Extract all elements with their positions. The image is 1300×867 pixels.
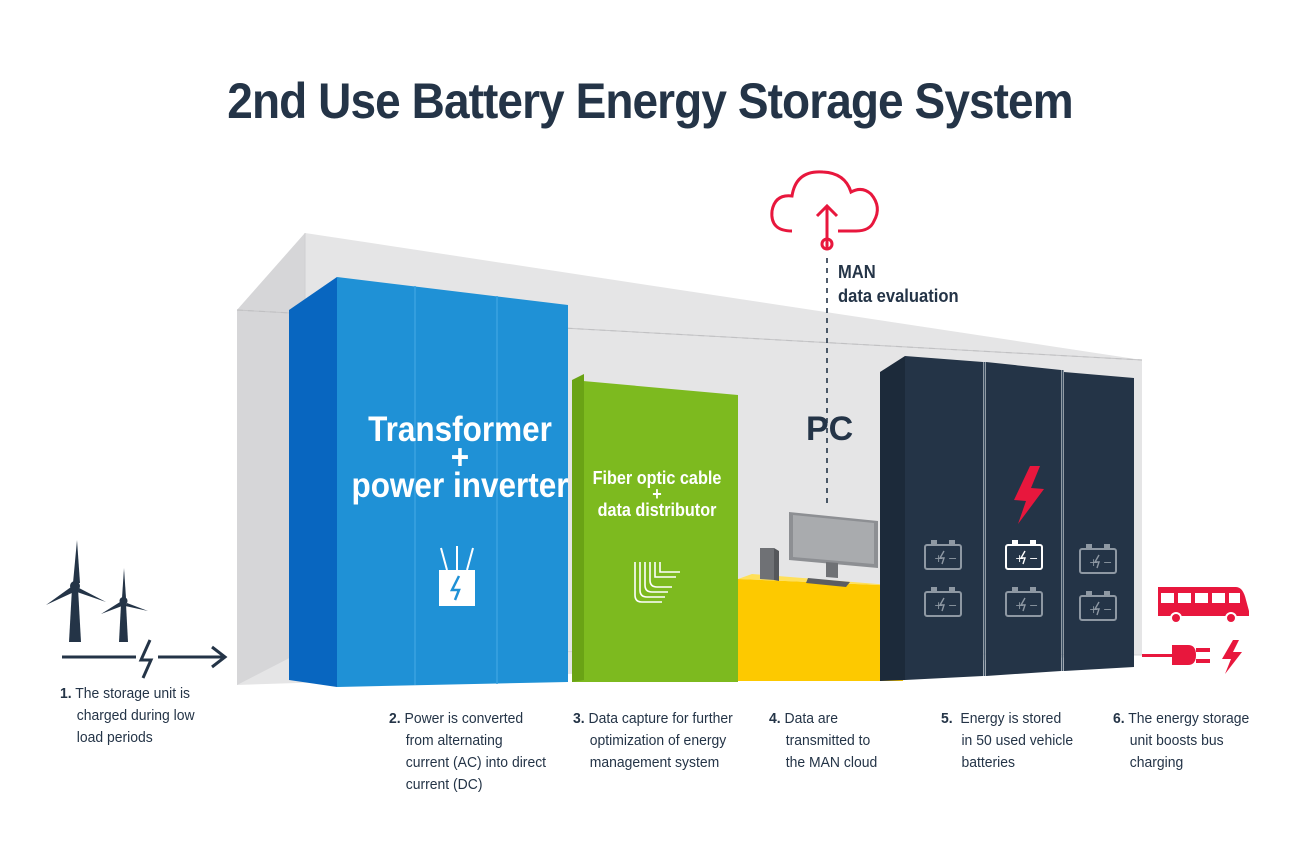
step-text: batteries <box>961 754 1015 771</box>
step-text: current (DC) <box>405 776 483 793</box>
fiber-caption-line1: Fiber optic cable <box>592 468 722 488</box>
step-text: Energy is stored <box>960 710 1062 727</box>
step-text: optimization of energy <box>589 732 727 749</box>
step-text: Data are <box>784 710 839 727</box>
plug-icon <box>1142 640 1242 674</box>
man-label-line1: MAN <box>838 262 876 282</box>
step-text: Power is converted <box>404 710 524 727</box>
fiber-cable-icon <box>634 562 680 603</box>
step-text: The storage unit is <box>75 685 191 702</box>
wind-turbine-icon <box>46 540 148 642</box>
step-text: transmitted to <box>785 732 871 749</box>
step-6-label: 6. The energy storage unit boosts bus ch… <box>1113 708 1249 774</box>
step-text: charged during low <box>76 707 195 724</box>
fiber-caption-line2: + <box>652 484 662 504</box>
man-data-evaluation-label: MAN data evaluation <box>838 260 959 308</box>
computer-monitor-icon <box>760 512 878 587</box>
cloud-upload-icon <box>770 170 879 251</box>
step-number: 5. <box>941 710 953 727</box>
step-number: 3. <box>573 710 585 727</box>
step-text: load periods <box>76 729 153 746</box>
step-number: 6. <box>1113 710 1125 727</box>
transformer-caption-line2: + <box>450 438 470 477</box>
lightning-bolt-icon <box>1014 466 1044 524</box>
step-2-label: 2. Power is converted from alternating c… <box>389 708 546 796</box>
step-text: from alternating <box>405 732 503 749</box>
step-number: 4. <box>769 710 781 727</box>
step-text: unit boosts bus <box>1129 732 1224 749</box>
power-flow-arrow <box>62 639 228 679</box>
step-1-label: 1. The storage unit is charged during lo… <box>60 683 195 749</box>
step-number: 1. <box>60 685 72 702</box>
transformer-caption-line3: power inverter <box>351 466 569 505</box>
step-text: The energy storage <box>1128 710 1250 727</box>
fiber-cabinet <box>572 374 738 682</box>
man-label-line2: data evaluation <box>838 286 959 306</box>
fiber-caption-line3: data distributor <box>597 500 717 520</box>
step-text: the MAN cloud <box>785 754 878 771</box>
step-5-label: 5. Energy is stored in 50 used vehicle b… <box>941 708 1073 774</box>
pc-station <box>738 574 903 681</box>
step-4-label: 4. Data are transmitted to the MAN cloud <box>769 708 877 774</box>
step-number: 2. <box>389 710 401 727</box>
page-title: 2nd Use Battery Energy Storage System <box>227 73 1073 129</box>
battery-cabinets <box>880 356 1134 681</box>
step-text: in 50 used vehicle <box>961 732 1074 749</box>
step-text: charging <box>1129 754 1184 771</box>
fiber-caption: Fiber optic cable + data distributor <box>581 468 734 520</box>
step-3-label: 3. Data capture for further optimization… <box>573 708 733 774</box>
bus-icon <box>1158 587 1249 624</box>
transformer-cabinet <box>289 277 568 687</box>
pc-label: PC <box>806 410 854 448</box>
step-text: Data capture for further <box>588 710 733 727</box>
step-text: current (AC) into direct <box>405 754 547 771</box>
transformer-caption-line1: Transformer <box>368 410 552 449</box>
transformer-icon <box>439 546 475 606</box>
step-text: management system <box>589 754 720 771</box>
transformer-caption: Transformer + power inverter <box>343 410 577 505</box>
